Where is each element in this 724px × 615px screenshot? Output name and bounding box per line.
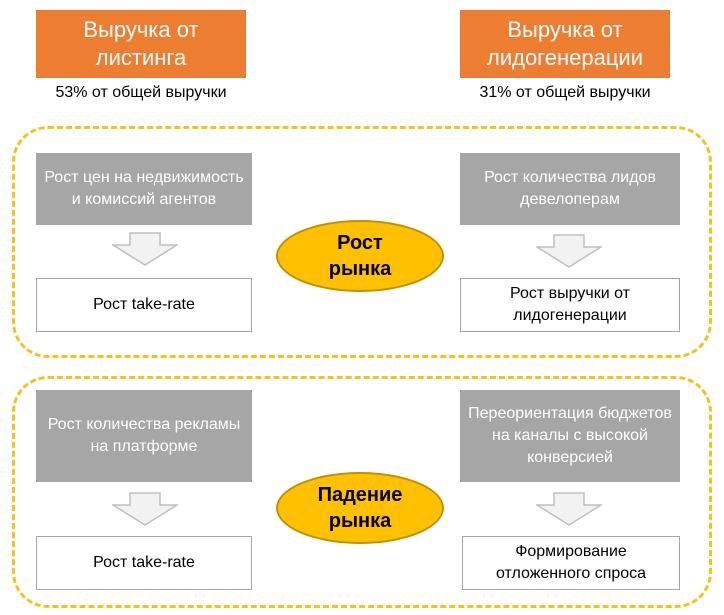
decline-right-result-label: Формирование отложенного спроса	[495, 543, 647, 582]
market-decline-text: Падение рынка	[317, 484, 403, 532]
market-growth-text: Рост рынка	[328, 232, 392, 280]
decline-left-driver-label: Рост количества рекламы на платформе	[47, 416, 241, 455]
decline-left-result-label: Рост take-rate	[93, 554, 195, 571]
growth-left-driver: Рост цен на недвижимость и комиссий аген…	[36, 153, 252, 225]
leadgen-revenue-box: Выручка от лидогенерации	[460, 10, 670, 78]
market-decline-section	[12, 376, 712, 608]
decline-right-driver-label: Переориентация бюджетов на каналы с высо…	[468, 405, 672, 466]
listing-revenue-box: Выручка от листинга	[36, 10, 246, 78]
decline-right-driver: Переориентация бюджетов на каналы с высо…	[460, 390, 680, 482]
down-arrow-icon	[112, 492, 178, 526]
growth-left-result-label: Рост take-rate	[93, 296, 195, 313]
leadgen-revenue-label: Выручка от лидогенерации	[486, 17, 643, 70]
down-arrow-icon	[536, 234, 602, 268]
down-arrow-icon	[112, 232, 178, 266]
growth-right-driver: Рост количества лидов девелоперам	[460, 153, 680, 225]
growth-right-result-label: Рост выручки от лидогенерации	[510, 285, 630, 324]
market-decline-label: Падение рынка	[276, 472, 444, 544]
down-arrow-icon	[536, 492, 602, 526]
market-growth-label: Рост рынка	[276, 220, 444, 292]
growth-right-driver-label: Рост количества лидов девелоперам	[484, 169, 656, 208]
growth-left-driver-label: Рост цен на недвижимость и комиссий аген…	[44, 169, 244, 208]
market-growth-section	[12, 126, 712, 358]
decline-right-result: Формирование отложенного спроса	[462, 536, 680, 590]
listing-revenue-label: Выручка от листинга	[83, 17, 199, 70]
decline-left-result: Рост take-rate	[36, 536, 252, 590]
growth-right-result: Рост выручки от лидогенерации	[460, 278, 680, 332]
decline-left-driver: Рост количества рекламы на платформе	[36, 390, 252, 482]
leadgen-revenue-share: 31% от общей выручки	[479, 84, 651, 101]
listing-revenue-share: 53% от общей выручки	[55, 84, 227, 101]
growth-left-result: Рост take-rate	[36, 278, 252, 332]
